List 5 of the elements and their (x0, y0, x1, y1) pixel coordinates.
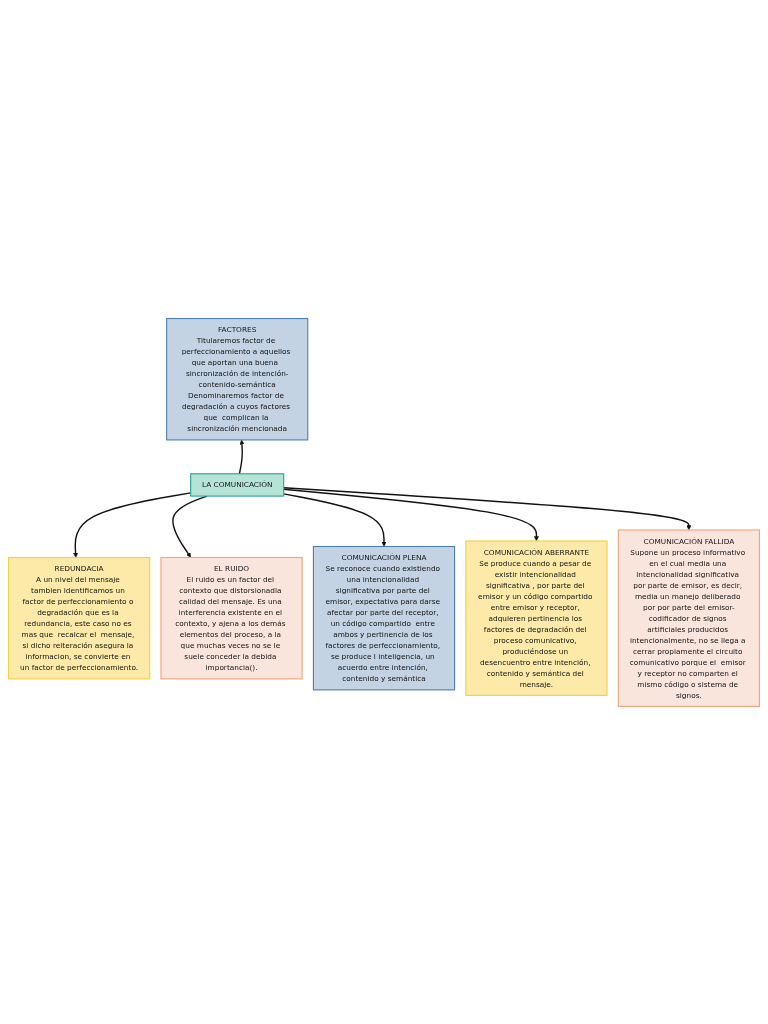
arrow (172, 494, 208, 558)
arrow (238, 439, 245, 475)
arrow (283, 486, 692, 530)
arrow (283, 492, 387, 547)
arrow (283, 488, 539, 541)
